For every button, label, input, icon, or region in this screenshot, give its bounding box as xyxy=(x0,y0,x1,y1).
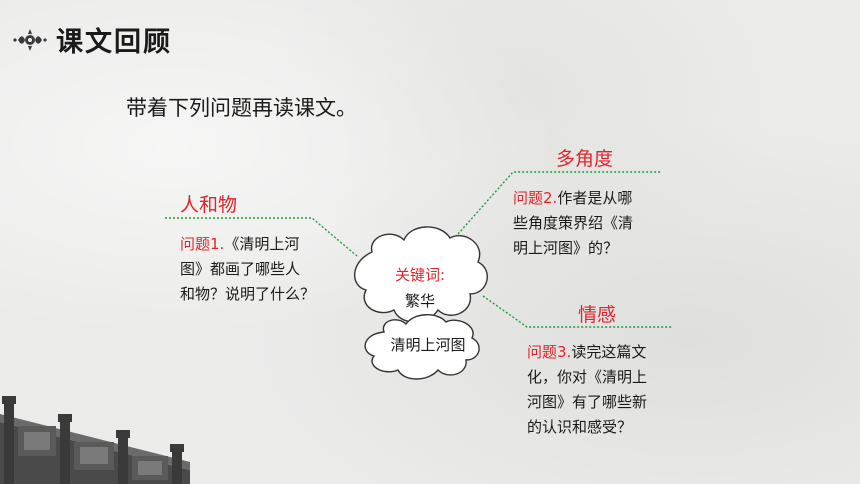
question-2-line-2: 些角度策界绍《清 xyxy=(513,214,634,232)
question-3-line-1: 读完这篇文 xyxy=(571,343,647,361)
question-3-line-2: 化，你对《清明上 xyxy=(527,368,648,386)
question-1-line-3: 和物？说明了什么？ xyxy=(180,285,316,303)
topic-2-question: 问题2.作者是从哪 些角度策界绍《清 明上河图》的？ xyxy=(513,186,673,261)
question-1-label: 问题1. xyxy=(180,235,225,253)
instruction-text: 带着下列问题再读课文。 xyxy=(126,96,357,120)
slide-title: 课文回顾 xyxy=(56,27,172,58)
topic-1-heading: 人和物 xyxy=(180,194,238,216)
question-1-line-2: 图》都画了哪些人 xyxy=(180,260,301,278)
topic-1-question: 问题1.《清明上河 图》都画了哪些人 和物？说明了什么？ xyxy=(180,232,360,307)
topic-3-heading: 情感 xyxy=(578,304,617,326)
question-2-line-1: 作者是从哪 xyxy=(557,189,633,207)
keyword-value: 繁华 xyxy=(404,292,435,310)
question-2-label: 问题2. xyxy=(513,189,558,207)
connector-topic-1 xyxy=(165,217,358,257)
connector-topic-3 xyxy=(482,295,672,328)
painting-name: 清明上河图 xyxy=(390,336,466,354)
keyword-cloud xyxy=(353,226,488,323)
topic-3-question: 问题3.读完这篇文 化，你对《清明上 河图》有了哪些新 的认识和感受？ xyxy=(527,340,687,440)
question-1-line-1: 《清明上河 xyxy=(224,235,300,253)
question-3-line-4: 的认识和感受？ xyxy=(527,418,633,436)
topic-2-heading: 多角度 xyxy=(556,148,614,170)
stone-railing-decoration xyxy=(0,396,190,484)
painting-cloud xyxy=(364,314,480,380)
ornament-icon xyxy=(13,29,47,51)
question-3-line-3: 河图》有了哪些新 xyxy=(527,393,648,411)
question-2-line-3: 明上河图》的？ xyxy=(513,239,619,257)
question-3-label: 问题3. xyxy=(527,343,572,361)
keyword-label: 关键词: xyxy=(394,266,446,284)
connector-lines xyxy=(165,171,672,328)
